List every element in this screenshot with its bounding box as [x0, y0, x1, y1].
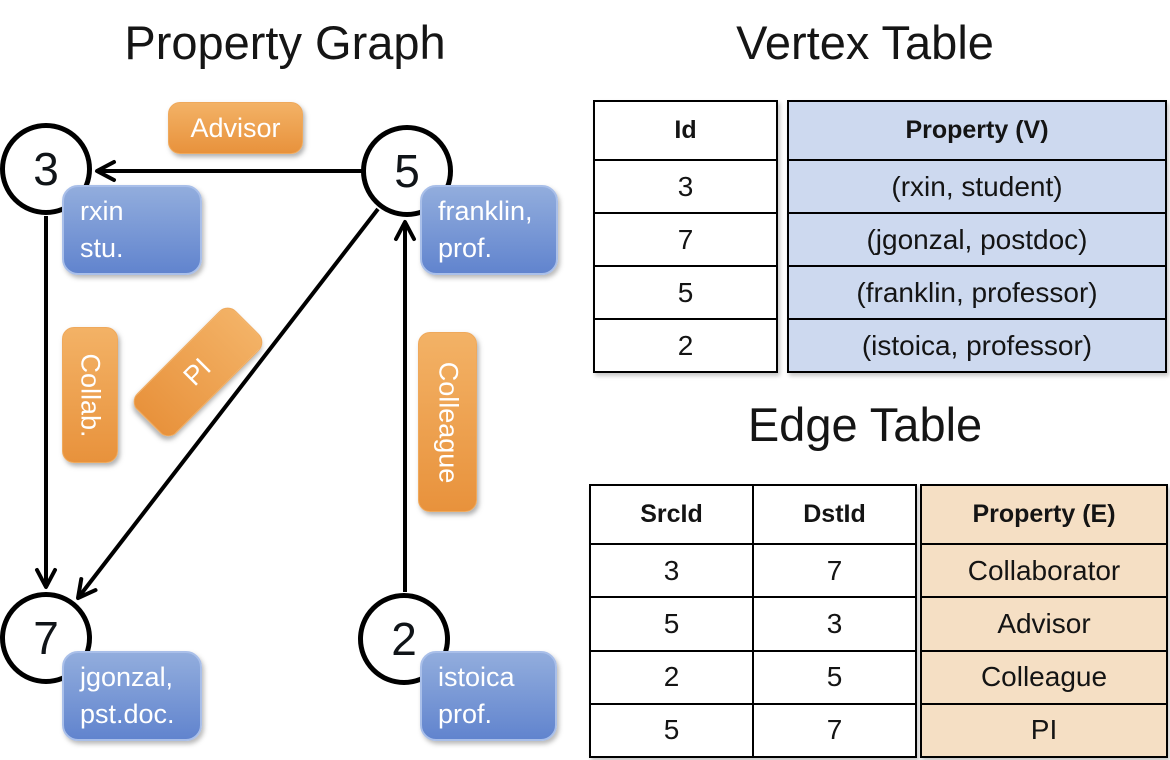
edge-table-property-cell: Collaborator — [922, 543, 1166, 596]
edge-table-dst-cell: 5 — [752, 651, 915, 703]
edge-table-dstid-header: DstId — [752, 486, 915, 544]
edge-table-dst-cell: 7 — [752, 545, 915, 597]
vertex-table-property-cell: (franklin, professor) — [789, 265, 1165, 318]
edge-table-property-header: Property (E) — [972, 500, 1116, 529]
edge-table-src-cell: 3 — [663, 554, 680, 586]
node-id-label: 3 — [33, 143, 59, 195]
edge-table-property-column: Property (E) Collaborator Advisor Collea… — [920, 484, 1168, 758]
edge-table-src-cell: 5 — [663, 608, 680, 640]
vertex-table-property-cell: (istoica, professor) — [789, 318, 1165, 371]
property-graph-title: Property Graph — [124, 16, 446, 69]
vertex-property-line: prof. — [438, 699, 493, 729]
vertex-property-line: istoica — [438, 662, 515, 692]
node-id-label: 5 — [394, 145, 420, 197]
edge-table-row: 2 5 — [591, 649, 915, 703]
edge-table-srcid-header: SrcId — [640, 500, 703, 529]
edge-table-id-columns: SrcId DstId 3 7 5 3 2 5 5 7 — [589, 484, 917, 758]
vertex-property-box-rxin: rxin stu. — [62, 185, 202, 275]
node-id-label: 7 — [33, 612, 59, 664]
vertex-property-line: stu. — [80, 233, 124, 263]
edge-table-property-cell: PI — [922, 702, 1166, 756]
edge-table-title: Edge Table — [747, 398, 983, 451]
vertex-table-property-header: Property (V) — [905, 116, 1049, 145]
node-id-label: 2 — [391, 613, 417, 665]
edge-table-src-cell: 2 — [663, 661, 680, 693]
vertex-table-id-header: Id — [674, 116, 697, 145]
edge-label-text: PI — [178, 352, 218, 392]
vertex-table-id-cell: 5 — [595, 265, 776, 318]
vertex-property-box-franklin: franklin, prof. — [420, 185, 558, 275]
vertex-table-id-column: Id 3 7 5 2 — [593, 100, 778, 373]
edge-label-collab: Collab. — [62, 327, 118, 463]
vertex-property-line: jgonzal, — [80, 662, 174, 692]
vertex-table-id-cell: 3 — [595, 159, 776, 212]
vertex-table-property-column: Property (V) (rxin, student) (jgonzal, p… — [787, 100, 1167, 373]
edge-table-dst-cell: 7 — [752, 704, 915, 756]
vertex-property-box-istoica: istoica prof. — [420, 651, 557, 741]
vertex-table-title: Vertex Table — [736, 16, 994, 69]
edge-table-row: 5 3 — [591, 596, 915, 650]
vertex-property-line: franklin, — [438, 196, 533, 226]
vertex-property-line: pst.doc. — [80, 699, 175, 729]
vertex-property-box-jgonzal: jgonzal, pst.doc. — [62, 651, 202, 741]
vertex-table-property-cell: (rxin, student) — [789, 159, 1165, 212]
edge-table-row: 5 7 — [591, 702, 915, 756]
edge-table-property-cell: Colleague — [922, 649, 1166, 703]
vertex-table-property-cell: (jgonzal, postdoc) — [789, 212, 1165, 265]
graph-node-3: 3 — [0, 123, 92, 215]
edge-table-property-cell: Advisor — [922, 596, 1166, 649]
edge-label-colleague: Colleague — [418, 332, 477, 512]
vertex-property-line: rxin — [80, 196, 124, 226]
vertex-property-line: prof. — [438, 233, 493, 263]
vertex-table-id-cell: 7 — [595, 212, 776, 265]
edge-table-src-cell: 5 — [663, 714, 680, 746]
edge-label-advisor: Advisor — [168, 102, 303, 154]
edge-table-dst-cell: 3 — [752, 598, 915, 650]
edge-label-pi: PI — [128, 302, 268, 442]
edge-label-text: Colleague — [433, 361, 463, 483]
edge-table-row: 3 7 — [591, 543, 915, 597]
edge-label-text: Collab. — [75, 352, 106, 438]
edge-label-text: Advisor — [190, 112, 281, 143]
vertex-table-id-cell: 2 — [595, 318, 776, 371]
graph-node-5: 5 — [361, 125, 453, 217]
